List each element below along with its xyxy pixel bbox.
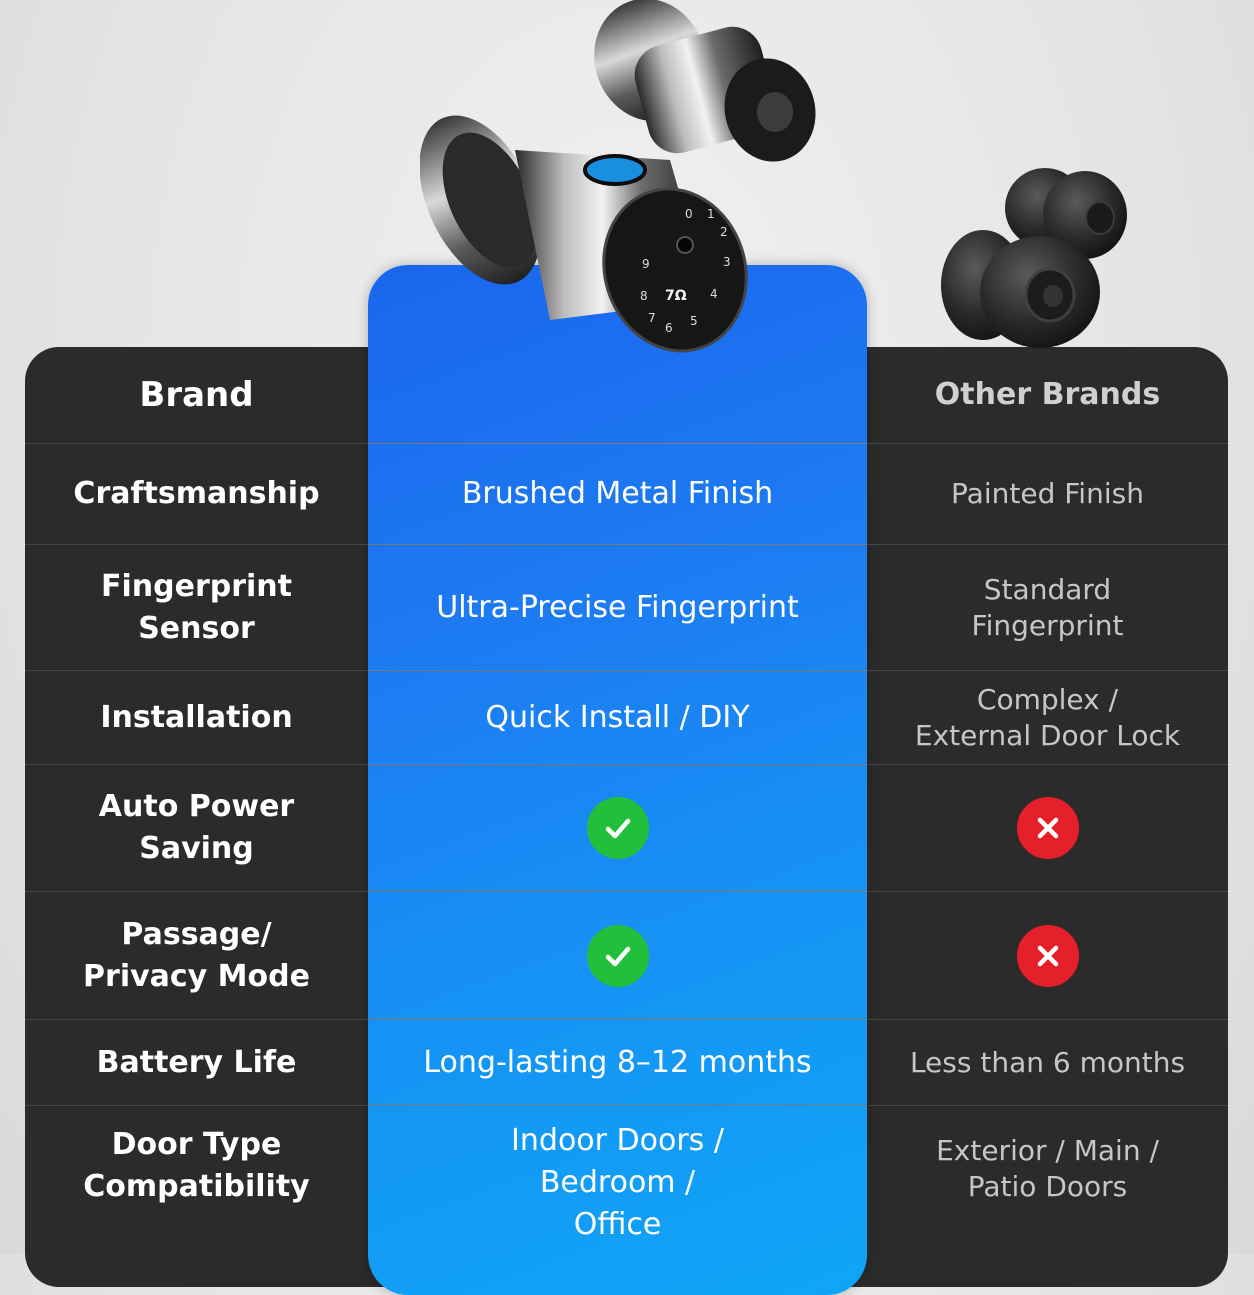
other-value-installation: Complex / External Door Lock <box>914 682 1181 752</box>
check-icon <box>586 924 649 987</box>
other-brand-knob-image <box>941 168 1127 348</box>
row-divider <box>25 670 1228 671</box>
brand-smart-lock-image: 0 1 2 3 4 5 6 7 8 9 7Ω <box>420 0 816 353</box>
brand-value-craftsmanship: Brushed Metal Finish <box>461 476 774 511</box>
keypad-digit: 5 <box>690 314 698 328</box>
row-divider <box>25 443 1228 444</box>
keypad-digit: 1 <box>707 207 715 221</box>
check-icon <box>586 797 649 859</box>
row-label-battery-life: Battery Life <box>96 1044 297 1080</box>
row-label-craftsmanship: Craftsmanship <box>73 476 320 511</box>
brand-value-battery-life: Long-lasting 8–12 months <box>423 1044 812 1080</box>
keypad-digit: 8 <box>640 289 648 303</box>
header-brand-label: Brand <box>139 375 254 415</box>
row-label-auto-power-saving: Auto Power Saving <box>98 789 295 866</box>
brand-value-installation: Quick Install / DIY <box>485 699 750 735</box>
row-label-fingerprint-sensor: Fingerprint Sensor <box>100 568 292 646</box>
other-value-battery-life: Less than 6 months <box>909 1045 1186 1079</box>
keypad-digit: 3 <box>723 255 731 269</box>
row-divider <box>25 891 1228 892</box>
keypad-digit: 0 <box>685 207 693 221</box>
brand-column-highlight <box>368 265 867 1295</box>
brand-value-auto-power-saving <box>368 765 867 891</box>
brand-value-door-type: Indoor Doors / Bedroom / Office <box>511 1123 724 1242</box>
other-value-door-type: Exterior / Main / Patio Doors <box>936 1134 1159 1203</box>
other-value-passage-privacy-mode <box>867 892 1228 1019</box>
row-divider <box>25 764 1228 765</box>
other-value-craftsmanship: Painted Finish <box>951 477 1144 510</box>
keypad-digit: 4 <box>710 287 718 301</box>
brand-value-fingerprint-sensor: Ultra-Precise Fingerprint <box>436 589 799 625</box>
row-divider <box>25 1105 1228 1106</box>
keypad-logo: 7Ω <box>665 288 687 304</box>
cross-icon <box>1016 797 1079 859</box>
keypad-digit: 9 <box>642 257 650 271</box>
row-label-passage-privacy-mode: Passage/ Privacy Mode <box>83 916 310 994</box>
row-divider <box>25 1019 1228 1020</box>
header-other-brands: Other Brands <box>934 377 1161 412</box>
keypad-digit: 6 <box>665 321 673 335</box>
row-divider <box>25 544 1228 545</box>
keypad-digit: 7 <box>648 311 656 325</box>
other-value-fingerprint-sensor: Standard Fingerprint <box>971 572 1124 642</box>
row-label-installation: Installation <box>100 699 293 735</box>
row-label-door-type: Door Type Compatibility <box>83 1127 310 1204</box>
other-value-auto-power-saving <box>867 765 1228 891</box>
keypad-digit: 2 <box>720 225 728 239</box>
cross-icon <box>1016 924 1079 987</box>
brand-value-passage-privacy-mode <box>368 892 867 1019</box>
